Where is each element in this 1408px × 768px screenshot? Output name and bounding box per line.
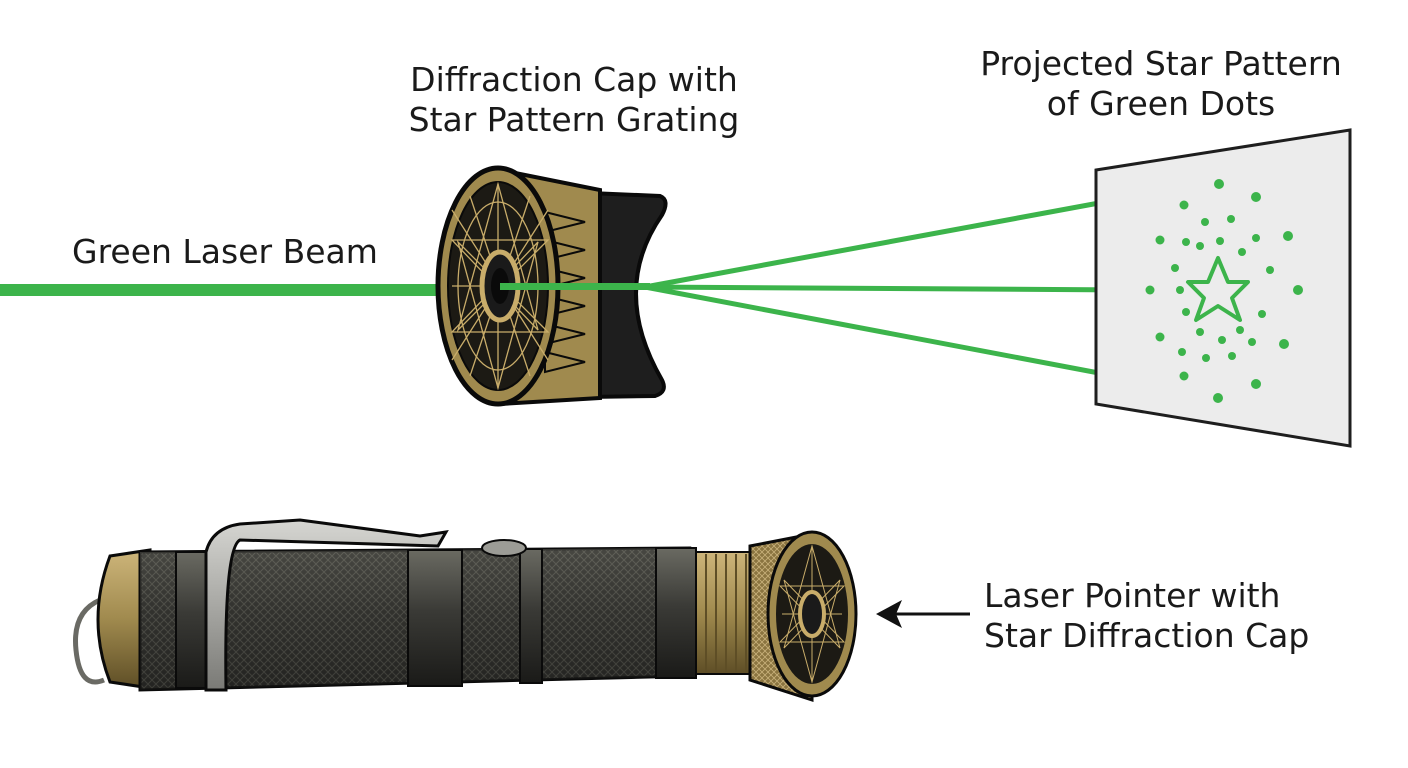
incoming-laser-beam [0, 284, 505, 296]
diffraction-cap [435, 165, 668, 407]
label-projected-pattern-line-1: Projected Star Pattern [980, 44, 1342, 83]
tail-cap [96, 548, 152, 690]
label-laser-pointer-line-2: Star Diffraction Cap [984, 616, 1310, 655]
label-laser-pointer: Laser Pointer with Star Diffraction Cap [984, 576, 1309, 656]
laser-pointer [73, 518, 858, 703]
label-diffraction-cap: Diffraction Cap with Star Pattern Gratin… [384, 60, 764, 140]
arrow-left-icon [876, 600, 970, 628]
pointer-button [481, 539, 527, 557]
front-cap-star-grating [778, 544, 846, 684]
diffracted-rays [642, 185, 1183, 391]
star-icon [1186, 256, 1250, 322]
body-band-2 [407, 549, 463, 687]
body-band-3 [519, 548, 543, 684]
body-band-1 [175, 551, 207, 689]
label-diffraction-cap-line-1: Diffraction Cap with [410, 60, 738, 99]
label-projected-pattern: Projected Star Pattern of Green Dots [950, 44, 1372, 124]
body-band-4 [655, 547, 697, 679]
projected-dot-pattern [1145, 179, 1303, 403]
key-ring [73, 597, 105, 685]
label-diffraction-cap-line-2: Star Pattern Grating [408, 100, 740, 139]
label-green-laser-beam-text: Green Laser Beam [72, 232, 378, 271]
projection-screen [1094, 128, 1352, 448]
label-green-laser-beam: Green Laser Beam [72, 232, 378, 272]
front-cap-aperture [798, 590, 826, 638]
label-projected-pattern-line-2: of Green Dots [1046, 84, 1276, 123]
label-laser-pointer-line-1: Laser Pointer with [984, 576, 1281, 615]
pocket-clip [204, 518, 449, 692]
